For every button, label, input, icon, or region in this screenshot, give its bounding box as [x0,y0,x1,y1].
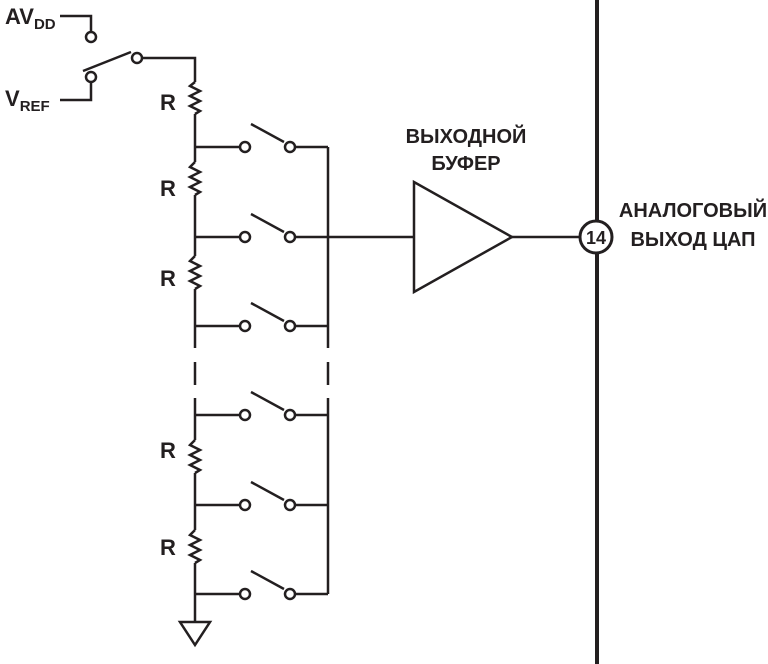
avdd-contact [84,30,98,44]
tap-switch-5 [195,480,328,512]
output-pin-circle [578,219,614,255]
ground-symbol [177,620,213,648]
resistor-2 [187,161,203,197]
vref-contact [84,70,98,84]
resistor-label-2: R [160,176,176,201]
buffer-label-line1: ВЫХОДНОЙ [406,124,527,148]
vref-label: VREF [5,86,50,115]
avdd-wire [60,14,93,31]
avdd-label: AVDD [5,4,56,33]
output-label-line1: АНАЛОГОВЫЙ [619,198,767,222]
resistor-label-1: R [160,90,176,115]
selector-pivot [130,51,144,65]
output-buffer [412,179,515,295]
resistor-1 [187,81,203,116]
tap-switch-1 [195,122,328,154]
buffer-label-line2: БУФЕР [431,153,500,175]
tap-switch-2 [195,212,328,244]
resistor-ladder [177,81,213,648]
ladder-top-wire [142,56,197,82]
resistor-label-5: R [160,535,176,560]
vref-wire [60,83,93,102]
resistor-3 [187,255,203,291]
selector-switch-blade [82,50,132,73]
resistor-4 [187,439,203,475]
resistor-5 [187,529,203,565]
tap-switch-4 [195,390,328,422]
tap-switch-3 [195,301,328,333]
resistor-label-4: R [160,438,176,463]
output-pin-number: 14 [586,228,606,248]
reference-selector [60,14,197,102]
resistor-label-3: R [160,266,176,291]
tap-switch-6 [195,569,328,601]
output-label-line2: ВЫХОД ЦАП [630,229,755,251]
